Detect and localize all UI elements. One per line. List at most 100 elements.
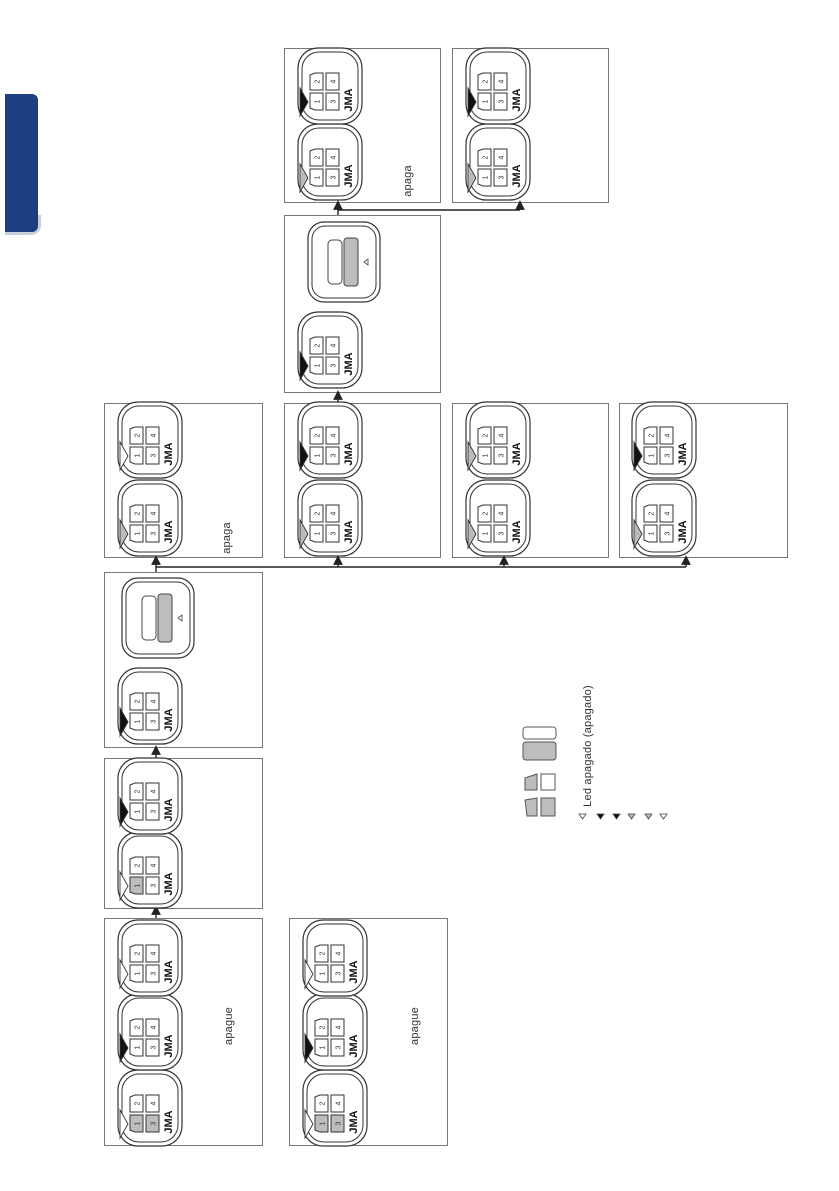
svg-text:3: 3 (331, 531, 338, 535)
svg-text:3: 3 (151, 719, 158, 723)
svg-text:1: 1 (483, 99, 490, 103)
svg-text:4: 4 (151, 951, 158, 955)
svg-text:1: 1 (135, 1121, 142, 1125)
svg-text:4: 4 (336, 951, 343, 955)
svg-text:2: 2 (315, 155, 322, 159)
svg-text:4: 4 (151, 699, 158, 703)
svg-text:JMA: JMA (343, 520, 355, 543)
svg-text:2: 2 (135, 511, 142, 515)
svg-text:1: 1 (135, 971, 142, 975)
svg-text:3: 3 (331, 453, 338, 457)
legend-button-lit-icon (524, 773, 556, 817)
svg-text:2: 2 (320, 951, 327, 955)
svg-text:4: 4 (499, 511, 506, 515)
svg-text:JMA: JMA (163, 1034, 175, 1057)
svg-text:3: 3 (499, 99, 506, 103)
svg-text:2: 2 (135, 433, 142, 437)
svg-text:JMA: JMA (163, 520, 175, 543)
svg-text:1: 1 (649, 531, 656, 535)
svg-text:2: 2 (315, 343, 322, 347)
svg-text:4: 4 (665, 511, 672, 515)
svg-text:JMA: JMA (163, 960, 175, 983)
svg-text:4: 4 (331, 511, 338, 515)
svg-text:3: 3 (499, 175, 506, 179)
svg-text:3: 3 (151, 1045, 158, 1049)
svg-text:4: 4 (665, 433, 672, 437)
svg-text:JMA: JMA (163, 872, 175, 895)
svg-text:1: 1 (320, 971, 327, 975)
svg-text:JMA: JMA (343, 164, 355, 187)
svg-text:3: 3 (151, 453, 158, 457)
svg-text:JMA: JMA (163, 1110, 175, 1133)
svg-text:3: 3 (151, 971, 158, 975)
svg-text:JMA: JMA (343, 88, 355, 111)
svg-text:3: 3 (331, 363, 338, 367)
svg-text:1: 1 (483, 175, 490, 179)
svg-text:JMA: JMA (163, 442, 175, 465)
svg-text:3: 3 (151, 883, 158, 887)
svg-text:1: 1 (135, 809, 142, 813)
svg-text:3: 3 (151, 1121, 158, 1125)
svg-text:1: 1 (135, 531, 142, 535)
receiver-1 (121, 577, 195, 659)
svg-text:1: 1 (135, 1045, 142, 1049)
svg-text:JMA: JMA (511, 520, 523, 543)
svg-text:2: 2 (135, 699, 142, 703)
svg-text:2: 2 (135, 789, 142, 793)
svg-text:2: 2 (135, 1025, 142, 1029)
svg-text:4: 4 (499, 79, 506, 83)
svg-text:4: 4 (151, 1101, 158, 1105)
svg-text:1: 1 (135, 883, 142, 887)
svg-text:4: 4 (151, 1025, 158, 1029)
svg-text:JMA: JMA (677, 520, 689, 543)
svg-text:2: 2 (483, 79, 490, 83)
svg-text:JMA: JMA (343, 442, 355, 465)
svg-text:2: 2 (320, 1025, 327, 1029)
svg-text:2: 2 (315, 433, 322, 437)
svg-text:3: 3 (665, 453, 672, 457)
svg-text:JMA: JMA (163, 708, 175, 731)
svg-text:2: 2 (135, 1101, 142, 1105)
svg-text:3: 3 (331, 175, 338, 179)
svg-text:4: 4 (331, 433, 338, 437)
svg-text:4: 4 (336, 1101, 343, 1105)
svg-text:JMA: JMA (511, 88, 523, 111)
svg-text:2: 2 (483, 433, 490, 437)
svg-text:1: 1 (315, 175, 322, 179)
svg-text:4: 4 (331, 79, 338, 83)
svg-text:1: 1 (483, 453, 490, 457)
svg-text:4: 4 (331, 343, 338, 347)
svg-text:4: 4 (151, 433, 158, 437)
svg-text:4: 4 (331, 155, 338, 159)
svg-text:1: 1 (135, 453, 142, 457)
svg-text:1: 1 (315, 363, 322, 367)
svg-text:2: 2 (483, 511, 490, 515)
svg-text:2: 2 (135, 863, 142, 867)
legend-triangles-icon (578, 813, 668, 820)
svg-text:3: 3 (336, 971, 343, 975)
section-tab (5, 94, 38, 232)
svg-text:JMA: JMA (511, 442, 523, 465)
svg-text:4: 4 (151, 511, 158, 515)
